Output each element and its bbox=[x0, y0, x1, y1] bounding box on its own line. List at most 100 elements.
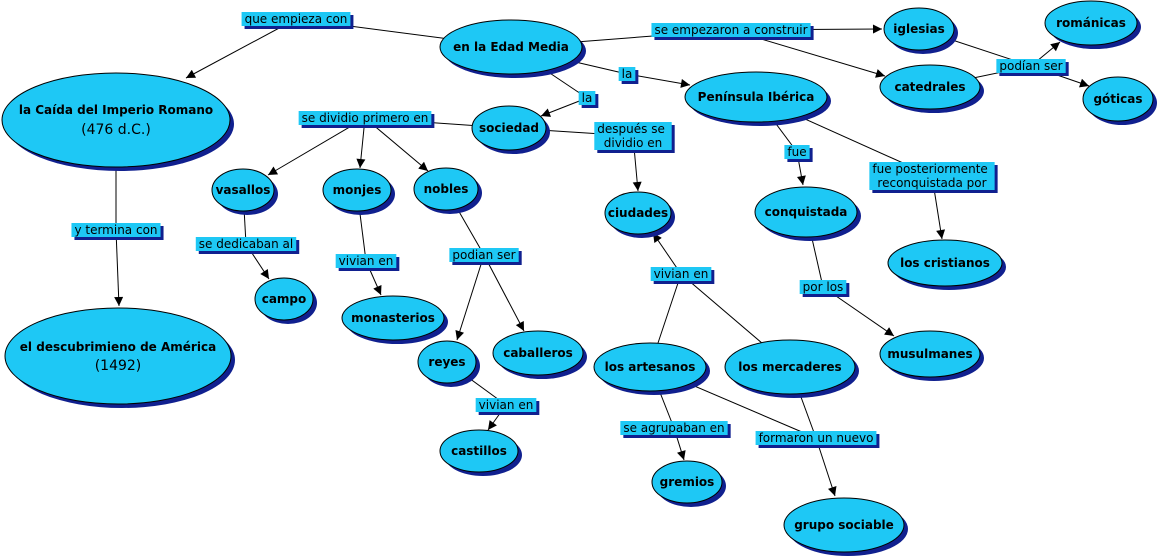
node-label: el descubrimieno de América bbox=[20, 340, 216, 354]
link-label-que-empieza-con: que empieza con bbox=[241, 12, 354, 29]
node-ellipse bbox=[887, 239, 1003, 287]
concept-node-nobles: nobles bbox=[413, 167, 482, 214]
node-ellipse bbox=[417, 340, 477, 384]
label-text: se agrupaban en bbox=[623, 421, 724, 435]
concept-node-peninsula-iberica: Península Ibérica bbox=[684, 71, 831, 126]
label-text: formaron un nuevo bbox=[759, 431, 874, 445]
concept-node-ciudades: ciudades bbox=[604, 191, 675, 238]
label-text: se empezaron a construir bbox=[654, 23, 807, 37]
node-label: catedrales bbox=[894, 80, 965, 94]
node-label-date: (1492) bbox=[95, 358, 142, 374]
node-ellipse bbox=[211, 168, 275, 212]
label-box bbox=[755, 431, 877, 445]
node-label: conquistada bbox=[765, 205, 848, 219]
concept-node-vasallos: vasallos bbox=[211, 168, 278, 215]
link-label-podian-ser-catedrales: podían ser bbox=[996, 59, 1069, 76]
node-ellipse bbox=[651, 460, 723, 504]
label-box bbox=[335, 254, 397, 268]
concept-node-mercaderes: los mercaderes bbox=[724, 339, 859, 398]
concept-node-grupo-sociable: grupo sociable bbox=[783, 497, 908, 556]
concept-node-castillos: castillos bbox=[439, 429, 522, 476]
label-box bbox=[650, 267, 712, 281]
label-text: por los bbox=[803, 280, 844, 294]
label-box bbox=[996, 59, 1066, 73]
link-label-fue: fue bbox=[784, 145, 813, 162]
concept-node-catedrales: catedrales bbox=[879, 64, 984, 113]
label-text: que empieza con bbox=[245, 12, 348, 26]
arrow-connector bbox=[483, 254, 525, 332]
label-box bbox=[869, 162, 995, 190]
concept-node-iglesias: iglesias bbox=[883, 7, 958, 54]
concept-node-artesanos: los artesanos bbox=[593, 342, 710, 395]
label-line: dividio en bbox=[604, 136, 662, 150]
concept-node-campo: campo bbox=[254, 277, 317, 324]
label-text: la bbox=[582, 91, 593, 105]
label-box bbox=[651, 23, 811, 37]
node-ellipse bbox=[593, 342, 707, 392]
link-label-la-peninsula: la bbox=[618, 67, 639, 84]
label-text: vivian en bbox=[479, 398, 534, 412]
label-box bbox=[594, 122, 672, 150]
node-ellipse bbox=[724, 339, 856, 395]
node-ellipse bbox=[492, 330, 584, 376]
node-ellipse bbox=[471, 105, 547, 151]
label-text: se dedicaban al bbox=[199, 237, 293, 251]
arrow-connector bbox=[114, 229, 124, 307]
node-ellipse bbox=[879, 330, 981, 378]
label-text: después se dividio en bbox=[597, 122, 668, 150]
label-box bbox=[241, 12, 351, 26]
node-ellipse bbox=[439, 429, 519, 473]
node-label: sociedad bbox=[479, 121, 539, 135]
node-label: caballeros bbox=[503, 346, 573, 360]
node-label: gremios bbox=[660, 475, 715, 489]
link-label-vivian-en-reyes: vivian en bbox=[475, 398, 540, 415]
node-ellipse bbox=[254, 277, 314, 321]
link-label-se-dividio-primero-en: se dividio primero en bbox=[298, 111, 435, 128]
label-text: la bbox=[622, 67, 633, 81]
node-ellipse bbox=[783, 497, 905, 553]
concept-node-descubrimiento-america: el descubrimieno de América (1492) bbox=[4, 307, 235, 408]
link-label-se-agrupaban-en: se agrupaban en bbox=[620, 421, 731, 438]
link-label-por-los: por los bbox=[799, 280, 850, 297]
label-text: se dividio primero en bbox=[302, 111, 429, 125]
link-labels: que empieza con y termina con se dividio… bbox=[71, 12, 1069, 448]
node-label: grupo sociable bbox=[794, 518, 894, 532]
node-ellipse bbox=[883, 7, 955, 51]
concept-node-sociedad: sociedad bbox=[471, 105, 550, 154]
label-text: podian ser bbox=[452, 248, 515, 262]
node-ellipse bbox=[754, 186, 858, 238]
node-label: iglesias bbox=[893, 22, 944, 36]
node-ellipse bbox=[413, 167, 479, 211]
concept-node-conquistada: conquistada bbox=[754, 186, 861, 241]
node-ellipse bbox=[439, 19, 583, 75]
label-box bbox=[784, 145, 810, 159]
node-ellipse bbox=[684, 71, 828, 123]
node-label: en la Edad Media bbox=[453, 40, 569, 54]
node-ellipse bbox=[341, 295, 445, 341]
label-box bbox=[71, 223, 161, 237]
node-label: los artesanos bbox=[605, 360, 696, 374]
link-label-fue-posteriormente: fue posteriormente reconquistada por bbox=[869, 162, 998, 193]
label-text: vivian en bbox=[654, 267, 709, 281]
link-label-podian-ser-nobles: podian ser bbox=[449, 248, 522, 265]
concept-node-goticas: góticas bbox=[1082, 76, 1157, 125]
node-label: monjes bbox=[333, 183, 382, 197]
concept-node-romanicas: románicas bbox=[1044, 0, 1141, 49]
link-label-la-sociedad: la bbox=[578, 91, 599, 108]
label-text: fue posteriormente reconquistada por bbox=[872, 162, 991, 190]
label-line: fue posteriormente bbox=[872, 162, 987, 176]
label-box bbox=[195, 237, 297, 251]
label-text: y termina con bbox=[74, 223, 157, 237]
node-label: los cristianos bbox=[900, 256, 990, 270]
node-ellipse bbox=[1044, 0, 1138, 46]
concept-node-reyes: reyes bbox=[417, 340, 480, 387]
node-label-date: (476 d.C.) bbox=[81, 122, 151, 138]
label-text: podían ser bbox=[999, 59, 1062, 73]
concept-node-caballeros: caballeros bbox=[492, 330, 587, 379]
link-label-vivian-en-ciudades: vivian en bbox=[650, 267, 715, 284]
node-label: Península Ibérica bbox=[698, 90, 815, 104]
link-label-y-termina-con: y termina con bbox=[71, 223, 164, 240]
node-label: góticas bbox=[1093, 92, 1142, 106]
node-label: los mercaderes bbox=[738, 360, 841, 374]
